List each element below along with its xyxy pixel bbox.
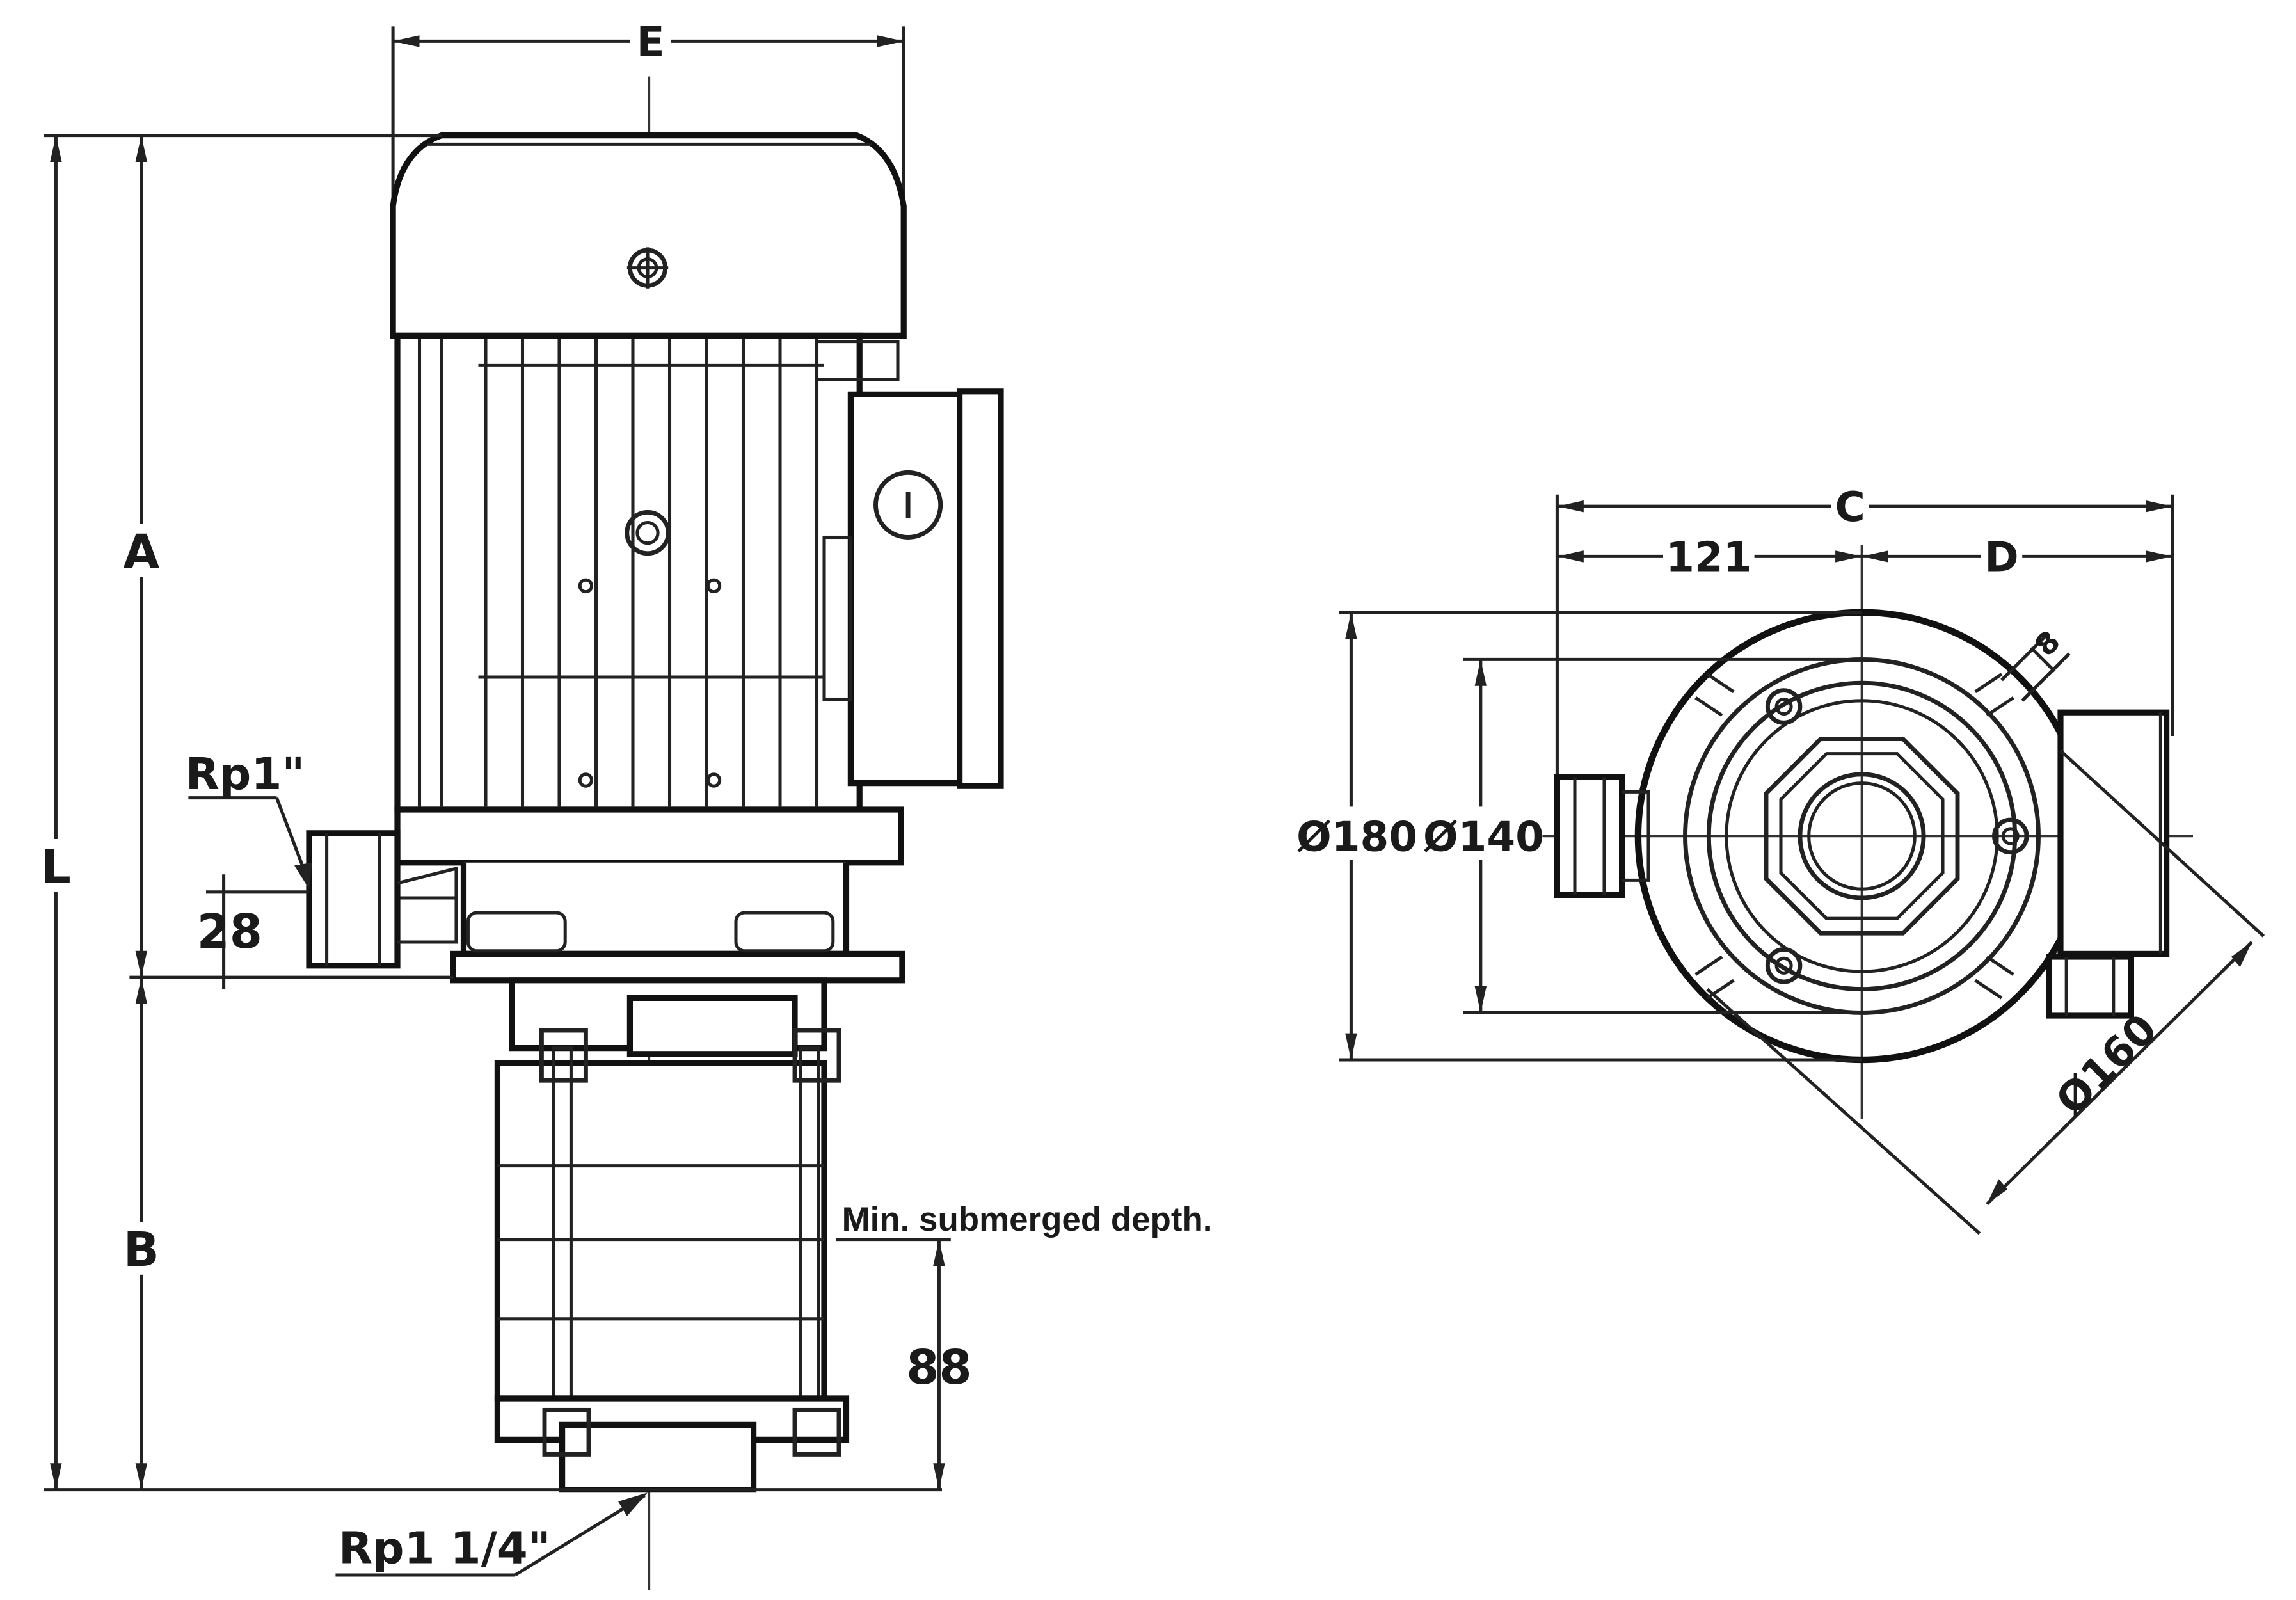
label-c: C [1835, 483, 1865, 531]
dimension-l: L [32, 134, 942, 1492]
motor-fan-cover [390, 132, 907, 339]
dim-88: 88 [906, 1341, 971, 1395]
label-b: B [124, 1223, 159, 1277]
outlet-label: Rp1 1/4" [339, 1523, 551, 1574]
label-a: A [123, 525, 159, 580]
dimension-28: 28 [197, 874, 309, 989]
dimension-dia-140: Ø140 [1423, 657, 1847, 1014]
inlet-connection [306, 830, 458, 969]
label-l: L [41, 840, 71, 895]
dim-8: 8 [2028, 624, 2067, 663]
dimension-88: Min. submerged depth. 88 [836, 1201, 1212, 1490]
dimension-b: B [118, 977, 165, 1490]
dimension-8: 8 [2000, 624, 2071, 702]
hydraulic-body [494, 977, 850, 1493]
inlet-stub [1554, 774, 1650, 898]
dia-160: Ø160 [2047, 1005, 2167, 1124]
side-view: E [32, 15, 1212, 1590]
dimension-a: A [118, 135, 454, 979]
dimension-dia-160: Ø160 [1706, 749, 2265, 1235]
hub [1764, 737, 1960, 936]
dimension-c: C [1555, 479, 2174, 895]
dia-140: Ø140 [1423, 813, 1544, 861]
dimension-dia-180: Ø180 [1296, 611, 1862, 1062]
inlet-label: Rp1" [186, 749, 305, 800]
label-d: D [1984, 533, 2018, 581]
dim-121: 121 [1666, 533, 1751, 581]
dia-180: Ø180 [1296, 813, 1417, 861]
pump-head [394, 806, 905, 984]
note-submerged: Min. submerged depth. [842, 1201, 1213, 1238]
label-e: E [637, 18, 665, 66]
dimension-121-d: 121 D [1557, 530, 2172, 581]
top-view: C 121 D [1296, 479, 2265, 1235]
dim-28: 28 [197, 905, 262, 959]
terminal-box [822, 388, 1004, 789]
dimension-e: E [391, 15, 905, 204]
bolt-heads [1765, 688, 2029, 984]
